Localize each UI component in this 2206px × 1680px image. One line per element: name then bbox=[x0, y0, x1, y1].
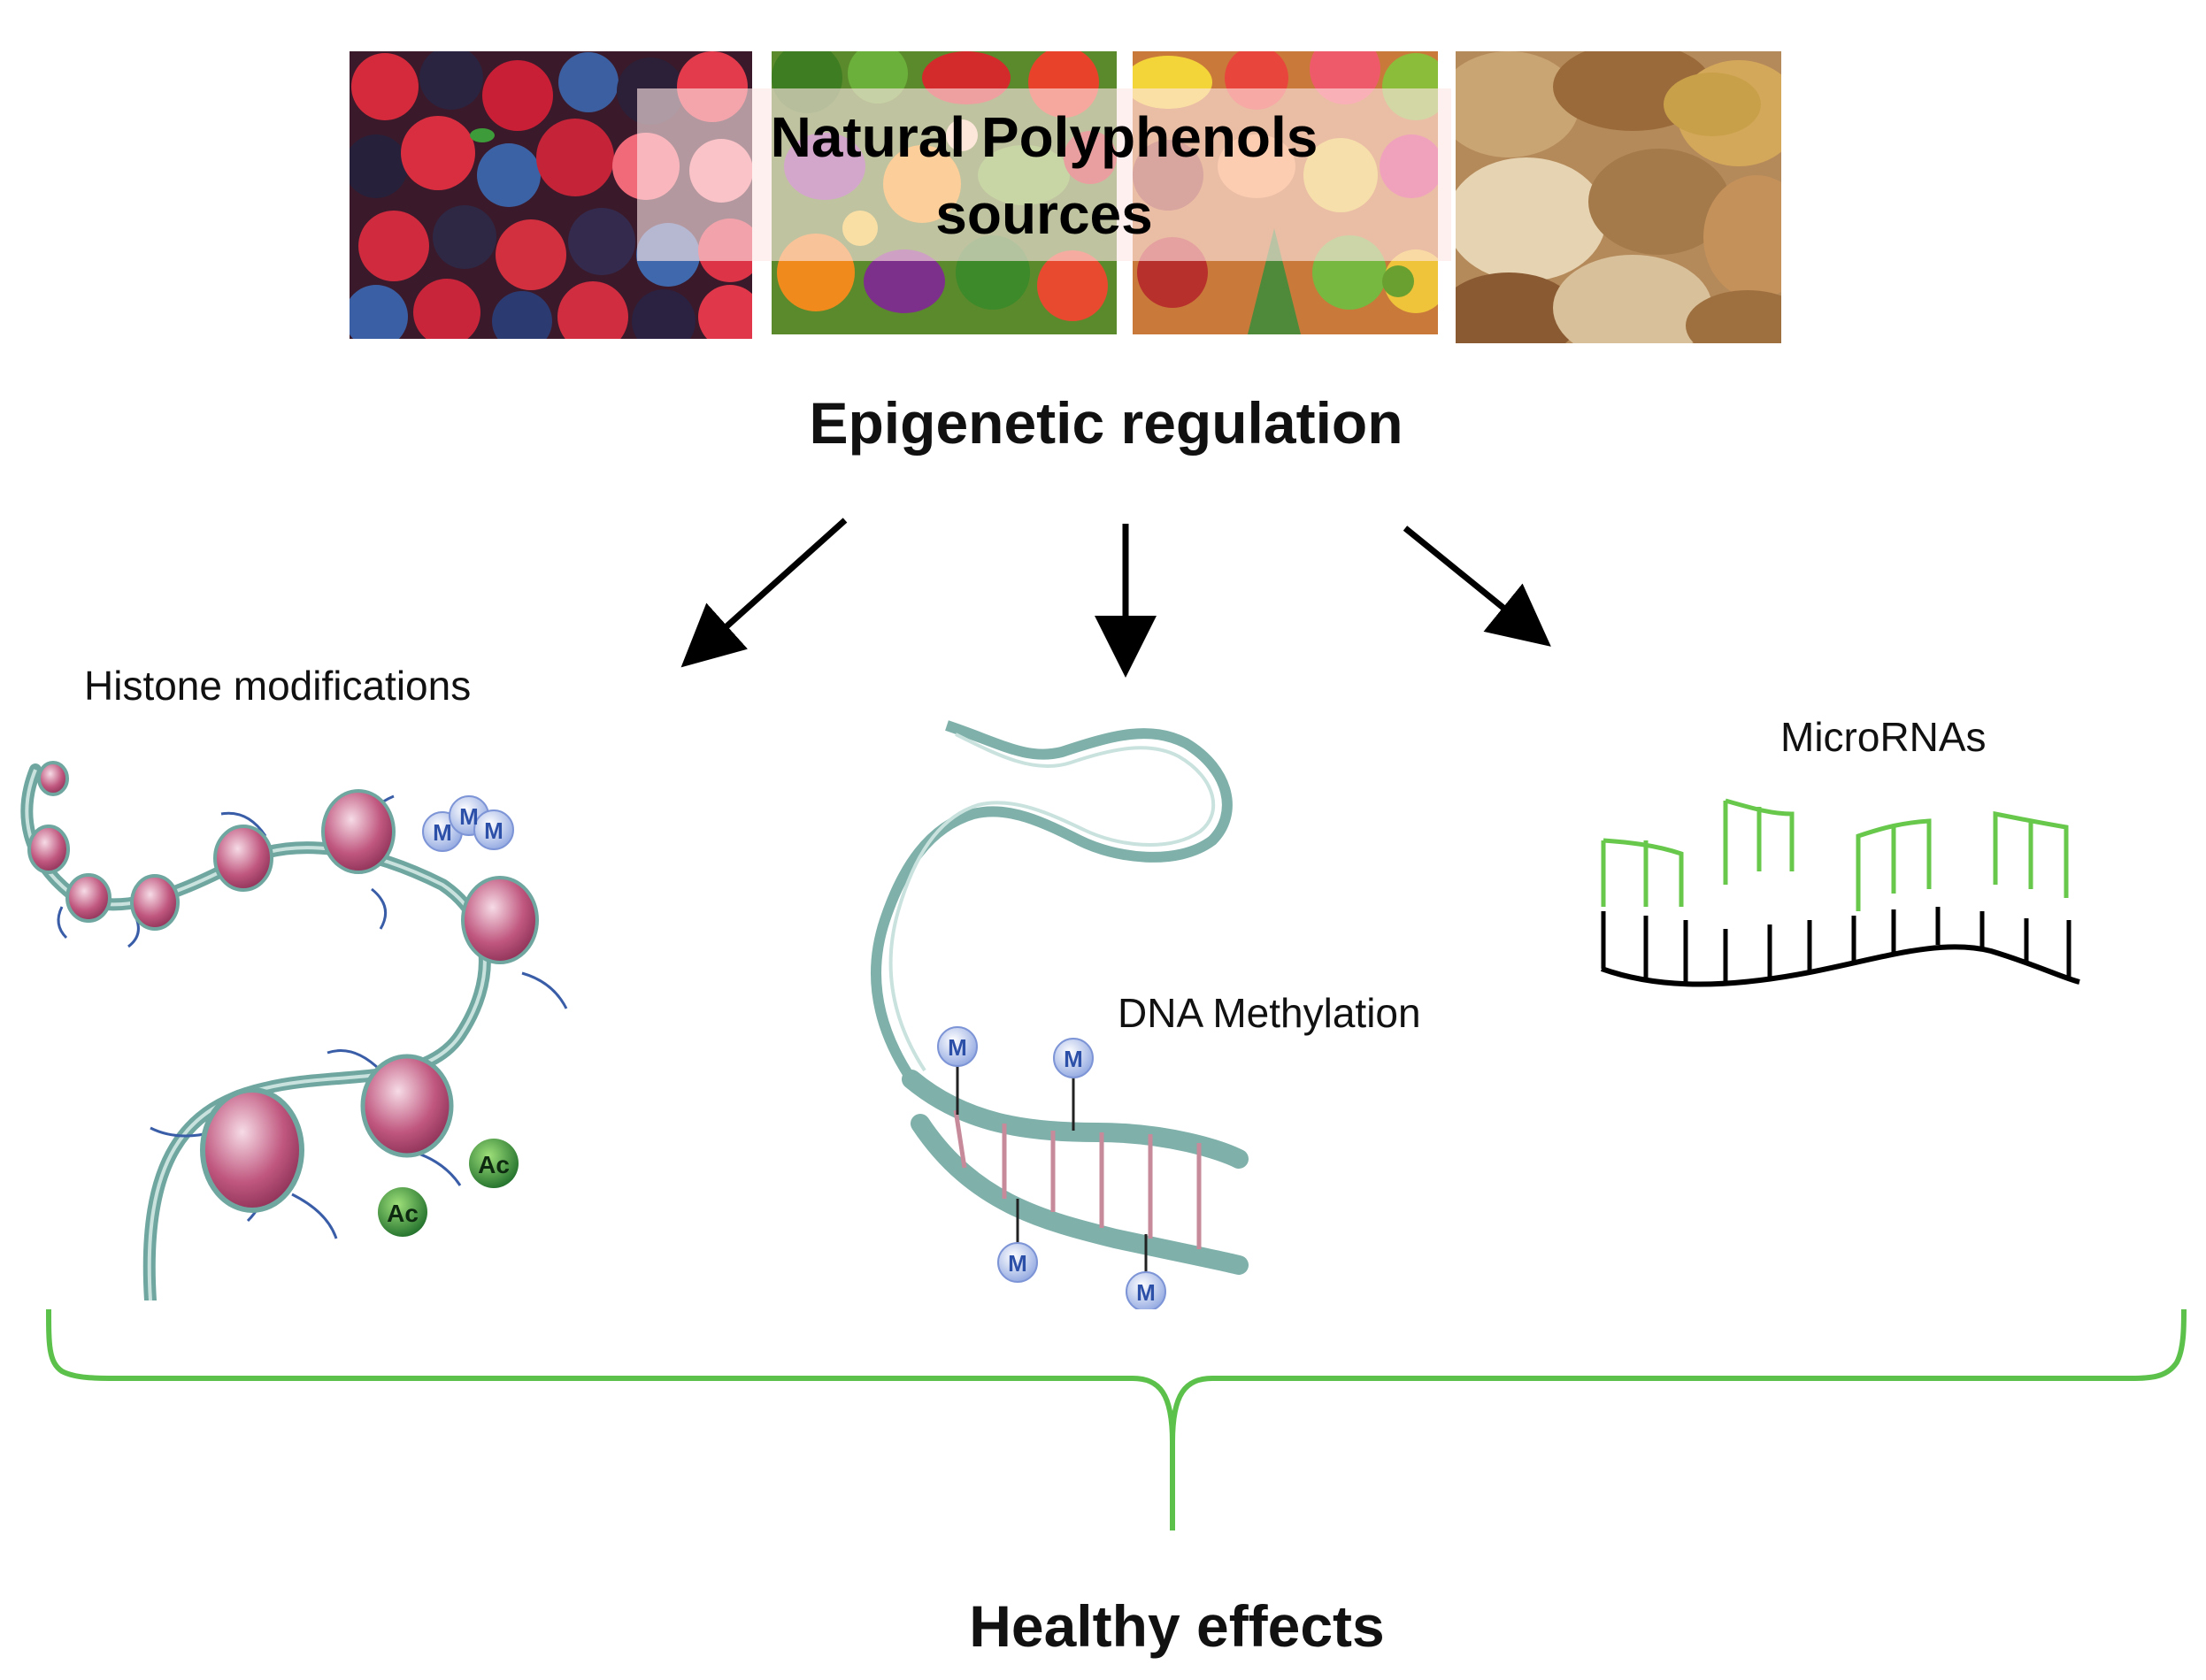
nucleosome bbox=[461, 876, 539, 964]
histone-modifications-label: Histone modifications bbox=[84, 663, 472, 709]
sources-title-line2: sources bbox=[935, 182, 1153, 246]
mrna-strand bbox=[1600, 944, 2080, 987]
histone-acetyl-marks: Ac Ac bbox=[378, 1139, 519, 1237]
dna-methyl-marks: M M M M bbox=[937, 1026, 1166, 1309]
nucleosome bbox=[213, 825, 273, 892]
microrna-illustration bbox=[1600, 798, 2080, 987]
nucleosome bbox=[65, 873, 111, 923]
methyl-mark-label: M bbox=[459, 803, 479, 830]
nucleosome bbox=[360, 1054, 454, 1158]
nucleosome bbox=[37, 761, 69, 796]
nucleosome bbox=[200, 1087, 304, 1213]
methyl-mark-label: M bbox=[484, 817, 503, 844]
dna-methylation-label: DNA Methylation bbox=[1118, 990, 1421, 1036]
methyl-mark-label: M bbox=[1136, 1279, 1156, 1306]
methyl-mark-label: M bbox=[433, 819, 452, 846]
curly-brace bbox=[46, 1309, 2187, 1530]
sources-title-banner bbox=[637, 88, 1451, 261]
methyl-mark-label: M bbox=[1008, 1250, 1027, 1277]
micrornas-label: MicroRNAs bbox=[1780, 714, 1987, 760]
microrna-strand bbox=[1993, 810, 2069, 898]
histone-illustration: M M M Ac Ac bbox=[20, 761, 568, 1300]
grains-seeds-photo bbox=[1456, 51, 1781, 343]
microrna-strand bbox=[1723, 798, 1795, 885]
healthy-effects-heading: Healthy effects bbox=[969, 1593, 1385, 1659]
arrow-to-mirna bbox=[1403, 525, 1551, 647]
methyl-mark-label: M bbox=[948, 1034, 967, 1061]
acetyl-mark-label: Ac bbox=[478, 1151, 510, 1178]
dna-coil bbox=[871, 720, 1233, 1083]
nucleosome bbox=[27, 825, 70, 874]
methyl-mark-label: M bbox=[1064, 1046, 1083, 1072]
dna-backbone-lower bbox=[911, 1114, 1249, 1275]
nucleosome bbox=[130, 874, 180, 931]
epigenetic-regulation-heading: Epigenetic regulation bbox=[809, 390, 1403, 456]
sources-title-line1: Natural Polyphenols bbox=[770, 105, 1318, 169]
dna-methylation-illustration: M M M M bbox=[871, 720, 1249, 1309]
acetyl-mark-label: Ac bbox=[387, 1200, 419, 1227]
histone-methyl-marks: M M M bbox=[422, 795, 514, 852]
nucleosome bbox=[321, 789, 396, 874]
microrna-strand bbox=[1856, 818, 1932, 911]
microrna-strand bbox=[1601, 838, 1684, 907]
arrow-to-histone bbox=[680, 518, 848, 668]
